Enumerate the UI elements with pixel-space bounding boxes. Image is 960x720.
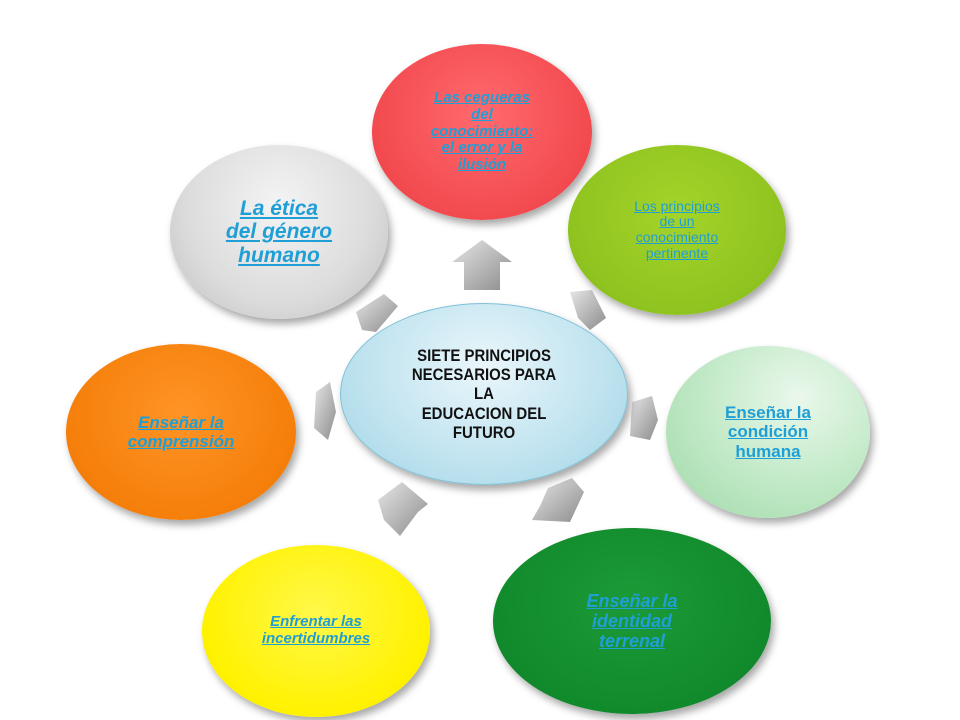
label-line: Enfrentar las: [270, 613, 362, 631]
node-cegueras[interactable]: Las cegueras del conocimiento: el error …: [372, 44, 592, 220]
center-line: NECESARIOS PARA: [411, 365, 557, 385]
node-condicion[interactable]: Enseñar la condición humana: [666, 346, 870, 518]
label-line: conocimiento: [635, 229, 719, 245]
center-line: SIETE PRINCIPIOS: [417, 346, 551, 366]
label-line: del: [471, 105, 493, 123]
center-line: EDUCACION DEL: [421, 403, 547, 423]
center-line: LA: [474, 384, 494, 404]
node-comprension[interactable]: Enseñar la comprensión: [66, 344, 296, 520]
label-line: identidad: [591, 610, 672, 631]
arrow-to-comprension: [314, 382, 336, 440]
label-line: Enseñar la: [138, 412, 224, 432]
label-line: Enseñar la: [586, 590, 678, 611]
node-principios[interactable]: Los principios de un conocimiento pertin…: [568, 145, 786, 315]
link-comprension[interactable]: Enseñar la comprensión: [128, 413, 235, 451]
arrow-to-incertidumbres: [378, 482, 428, 536]
label-line: ilusión: [457, 156, 507, 174]
center-line: FUTURO: [452, 422, 516, 442]
link-principios[interactable]: Los principios de un conocimiento pertin…: [634, 197, 720, 262]
center-node: SIETE PRINCIPIOS NECESARIOS PARA LA EDUC…: [340, 303, 628, 485]
label-line: comprensión: [127, 432, 235, 451]
label-line: Enseñar la: [725, 403, 811, 423]
arrow-to-principios: [570, 290, 606, 330]
label-line: Las cegueras: [434, 89, 530, 106]
link-identidad[interactable]: Enseñar la identidad terrenal: [586, 591, 677, 651]
node-etica[interactable]: La ética del género humano: [170, 145, 388, 319]
arrow-to-cegueras: [452, 240, 512, 290]
label-line: terrenal: [598, 631, 666, 652]
link-cegueras[interactable]: Las cegueras del conocimiento: el error …: [430, 89, 534, 174]
label-line: condición: [727, 422, 809, 442]
label-line: el error y la: [441, 139, 523, 157]
link-condicion[interactable]: Enseñar la condición humana: [725, 403, 811, 460]
label-line: de un: [659, 213, 695, 230]
label-line: pertinente: [645, 244, 709, 261]
link-incertidumbres[interactable]: Enfrentar las incertidumbres: [261, 613, 371, 648]
label-line: humana: [735, 441, 801, 461]
arrow-to-etica: [356, 294, 398, 332]
link-etica[interactable]: La ética del género humano: [226, 197, 332, 268]
label-line: Los principios: [634, 197, 720, 214]
arrow-to-identidad: [532, 478, 584, 522]
center-title: SIETE PRINCIPIOS NECESARIOS PARA LA EDUC…: [412, 346, 556, 441]
label-line: conocimiento:: [430, 122, 534, 140]
arrow-to-condicion: [630, 396, 658, 440]
label-line: La ética: [239, 196, 319, 220]
label-line: incertidumbres: [261, 630, 371, 647]
node-identidad[interactable]: Enseñar la identidad terrenal: [493, 528, 771, 714]
label-line: humano: [238, 243, 320, 267]
node-incertidumbres[interactable]: Enfrentar las incertidumbres: [202, 545, 430, 717]
label-line: del género: [225, 220, 333, 244]
